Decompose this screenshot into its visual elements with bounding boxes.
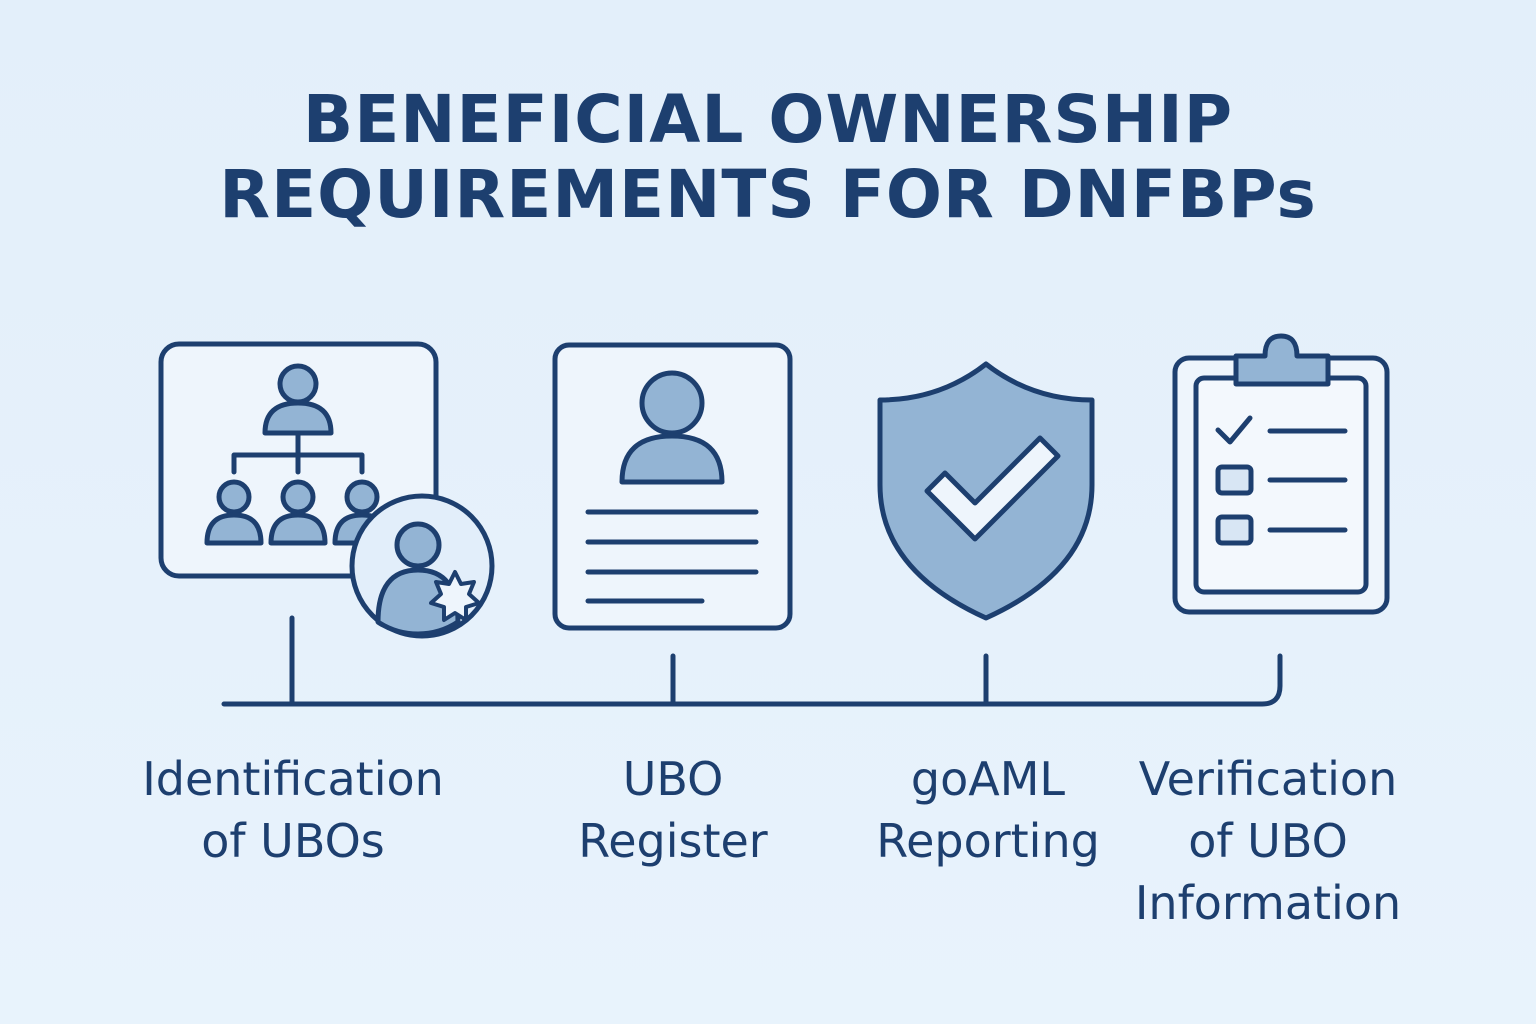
title-line-2: REQUIREMENTS FOR DNFBPs bbox=[219, 156, 1317, 233]
label-line: UBO bbox=[622, 752, 724, 806]
org-chart-person-icon bbox=[158, 341, 495, 639]
clipboard-checklist-icon bbox=[1172, 333, 1390, 615]
label-line: of UBOs bbox=[201, 814, 385, 868]
label-line: Verification bbox=[1138, 752, 1398, 806]
register-document-icon bbox=[552, 342, 793, 631]
step-label-ubo-register: UBO Register bbox=[553, 748, 793, 872]
title-line-1: BENEFICIAL OWNERSHIP bbox=[302, 81, 1234, 158]
label-line: Identification bbox=[142, 752, 444, 806]
label-line: Information bbox=[1134, 876, 1402, 930]
timeline-connector bbox=[221, 615, 1283, 707]
step-label-verification: Verification of UBO Information bbox=[1120, 748, 1416, 934]
label-line: goAML bbox=[910, 752, 1066, 806]
label-line: Register bbox=[578, 814, 768, 868]
label-line: Reporting bbox=[876, 814, 1100, 868]
step-label-identification: Identification of UBOs bbox=[128, 748, 458, 872]
timeline-line bbox=[221, 653, 1283, 707]
label-line: of UBO bbox=[1188, 814, 1348, 868]
page-title: BENEFICIAL OWNERSHIP REQUIREMENTS FOR DN… bbox=[0, 82, 1536, 232]
step-label-goaml: goAML Reporting bbox=[868, 748, 1108, 872]
shield-check-icon bbox=[877, 361, 1095, 621]
